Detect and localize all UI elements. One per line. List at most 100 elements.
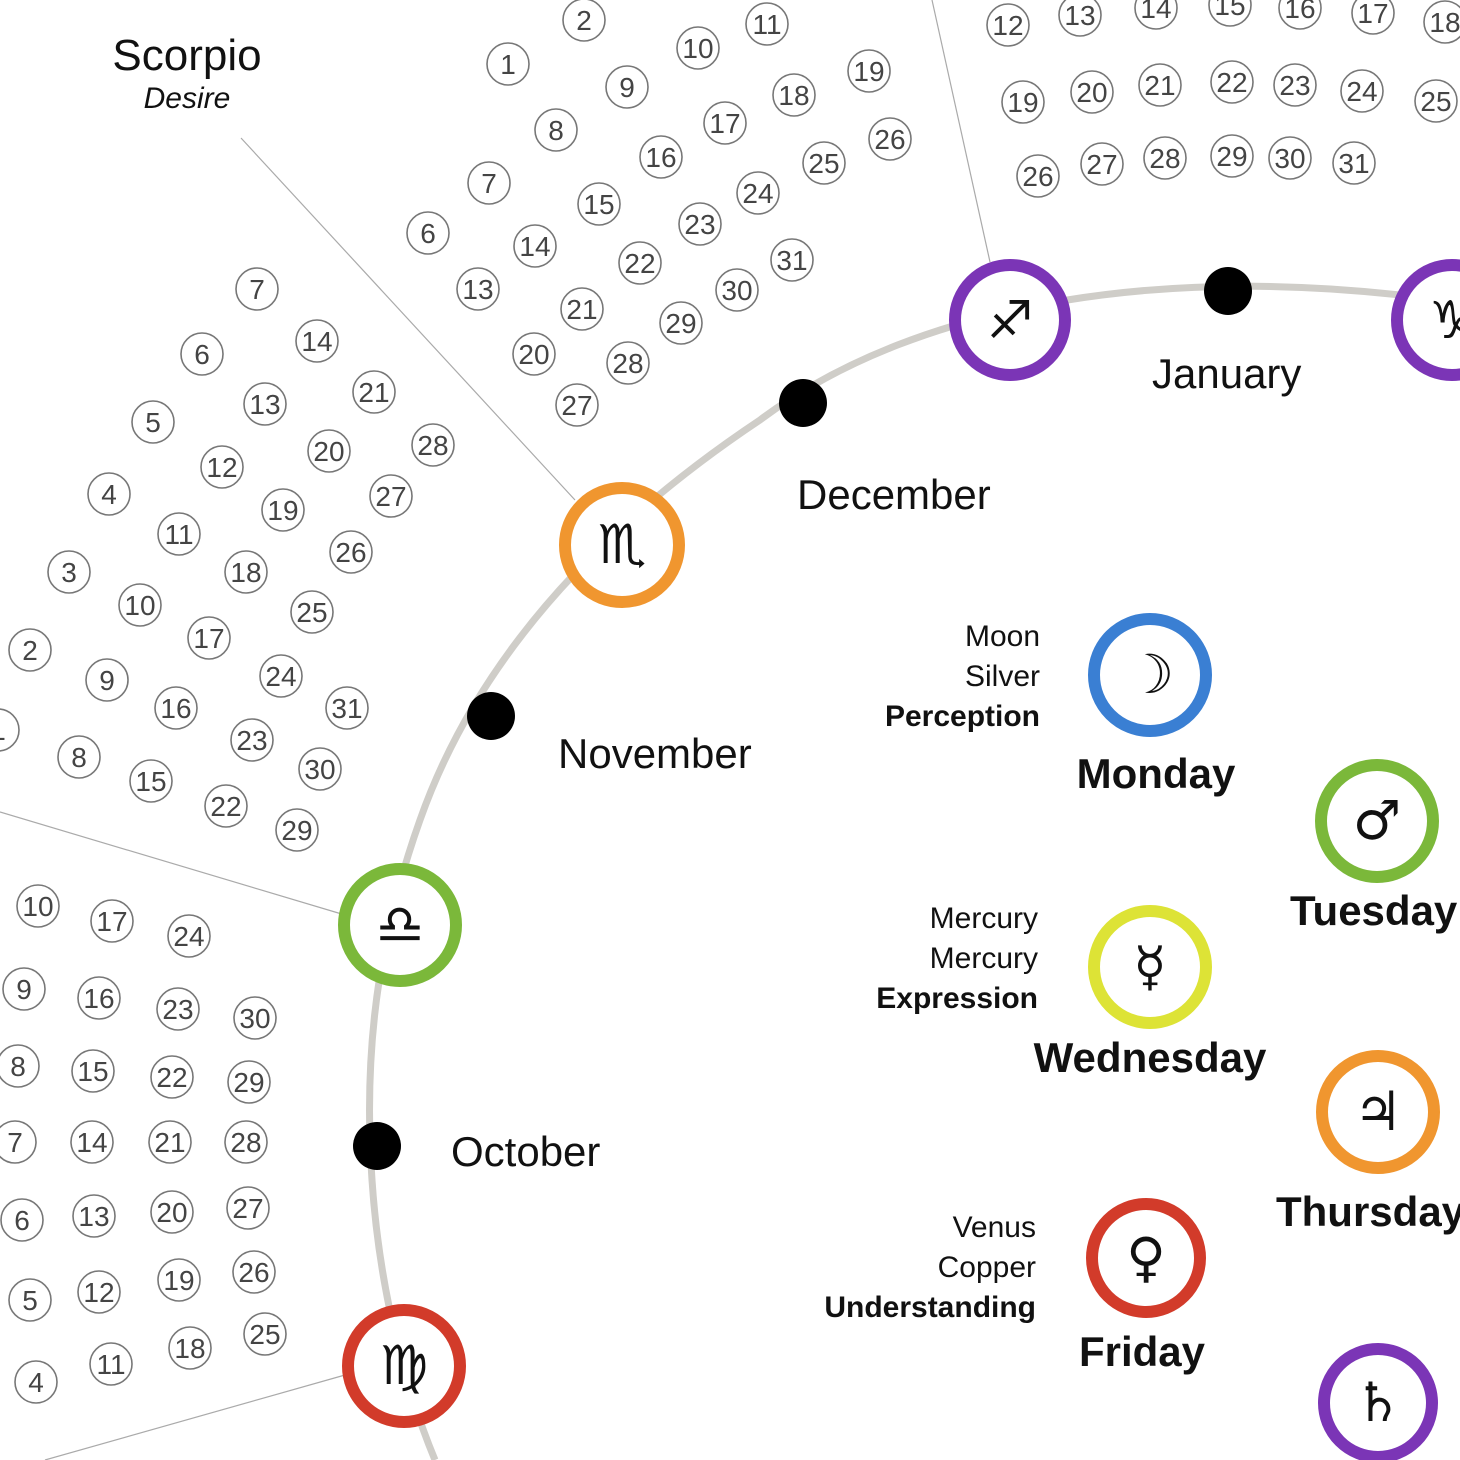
date-number-text: 30	[721, 275, 752, 306]
date-circle	[1210, 134, 1254, 178]
date-number-text: 29	[1216, 141, 1247, 172]
date-number-december: 11	[745, 2, 789, 46]
month-dot-november	[467, 692, 515, 740]
date-number-text: 20	[1076, 77, 1107, 108]
capricorn-ring	[1391, 259, 1460, 381]
date-circle	[770, 238, 814, 282]
date-number-january: 27	[1080, 142, 1124, 186]
date-number-november: 27	[369, 474, 413, 518]
date-circle	[1070, 70, 1114, 114]
date-circle	[0, 1198, 44, 1242]
date-circle	[659, 301, 703, 345]
date-circle	[676, 26, 720, 70]
date-number-text: 23	[162, 994, 193, 1025]
month-label-november: November	[558, 730, 752, 777]
date-number-november: 24	[259, 654, 303, 698]
date-number-text: 25	[1420, 86, 1451, 117]
sign-heading-name: Scorpio	[112, 31, 261, 80]
date-number-text: 11	[96, 1349, 125, 1380]
date-circle	[486, 42, 530, 86]
date-number-november: 2	[8, 628, 52, 672]
date-number-november: 6	[180, 332, 224, 376]
date-number-october: 24	[167, 914, 211, 958]
moon-icon: ☽	[1126, 643, 1174, 706]
date-number-january: 28	[1143, 136, 1187, 180]
date-number-text: 20	[156, 1197, 187, 1228]
date-circle	[1414, 79, 1458, 123]
date-number-december: 13	[456, 267, 500, 311]
date-number-text: 7	[481, 168, 497, 199]
date-number-december: 31	[770, 238, 814, 282]
date-number-text: 18	[230, 557, 261, 588]
date-circle	[243, 382, 287, 426]
date-number-january: 31	[1332, 141, 1376, 185]
date-number-january: 22	[1210, 60, 1254, 104]
date-number-october: 9	[2, 967, 46, 1011]
date-number-text: 3	[61, 557, 77, 588]
date-circle	[8, 1278, 52, 1322]
date-circle	[118, 583, 162, 627]
date-circle	[1138, 63, 1182, 107]
date-number-november: 7	[235, 267, 279, 311]
date-number-october: 19	[157, 1258, 201, 1302]
date-number-october: 6	[0, 1198, 44, 1242]
date-number-text: 4	[28, 1367, 44, 1398]
date-circle	[16, 884, 60, 928]
date-number-january: 16	[1278, 0, 1322, 30]
date-number-text: 29	[281, 815, 312, 846]
date-number-november: 8	[57, 735, 101, 779]
libra-ring	[338, 863, 462, 987]
date-number-text: 30	[304, 754, 335, 785]
zodiac-marker-libra: ♎	[338, 863, 462, 987]
date-circle	[329, 530, 373, 574]
date-circle	[1332, 141, 1376, 185]
date-number-january: 20	[1070, 70, 1114, 114]
date-circle	[802, 141, 846, 185]
date-number-december: 29	[659, 301, 703, 345]
date-number-november: 10	[118, 583, 162, 627]
date-number-text: 25	[808, 148, 839, 179]
month-dot-january	[1204, 267, 1252, 315]
date-number-december: 16	[639, 135, 683, 179]
date-number-text: 12	[83, 1277, 114, 1308]
date-circle	[71, 1049, 115, 1093]
capricorn-icon: ♑	[1429, 291, 1460, 351]
date-number-october: 22	[150, 1055, 194, 1099]
date-circle	[1210, 60, 1254, 104]
scorpio-icon: ♏	[598, 513, 646, 576]
date-circle	[1273, 63, 1317, 107]
date-number-december: 2	[562, 0, 606, 42]
date-number-text: 12	[992, 10, 1023, 41]
date-number-text: 14	[301, 326, 332, 357]
sector-dividers	[0, 0, 991, 1460]
sagittarius-icon: ♐	[987, 291, 1034, 351]
date-circle	[129, 759, 173, 803]
date-number-text: 24	[1346, 76, 1377, 107]
date-circle	[736, 171, 780, 215]
date-number-text: 8	[10, 1051, 26, 1082]
date-circle	[0, 1120, 37, 1164]
date-circle	[411, 423, 455, 467]
date-number-december: 26	[868, 117, 912, 161]
date-number-text: 22	[210, 791, 241, 822]
date-number-october: 26	[232, 1250, 276, 1294]
date-number-december: 14	[513, 224, 557, 268]
friday-quality: Understanding	[824, 1291, 1036, 1324]
sagittarius-ring	[949, 259, 1071, 381]
date-circle	[456, 267, 500, 311]
date-number-november: 25	[290, 590, 334, 634]
date-number-october: 20	[150, 1190, 194, 1234]
date-number-text: 18	[174, 1333, 205, 1364]
date-circle	[1340, 69, 1384, 113]
date-number-december: 19	[847, 49, 891, 93]
date-circle	[406, 211, 450, 255]
date-circle	[847, 49, 891, 93]
date-number-text: 13	[78, 1201, 109, 1232]
date-circle	[77, 976, 121, 1020]
divider-line-virgo	[44, 1374, 346, 1460]
date-circle	[678, 202, 722, 246]
date-number-text: 16	[160, 693, 191, 724]
date-number-text: 15	[135, 766, 166, 797]
date-circle	[986, 3, 1030, 47]
